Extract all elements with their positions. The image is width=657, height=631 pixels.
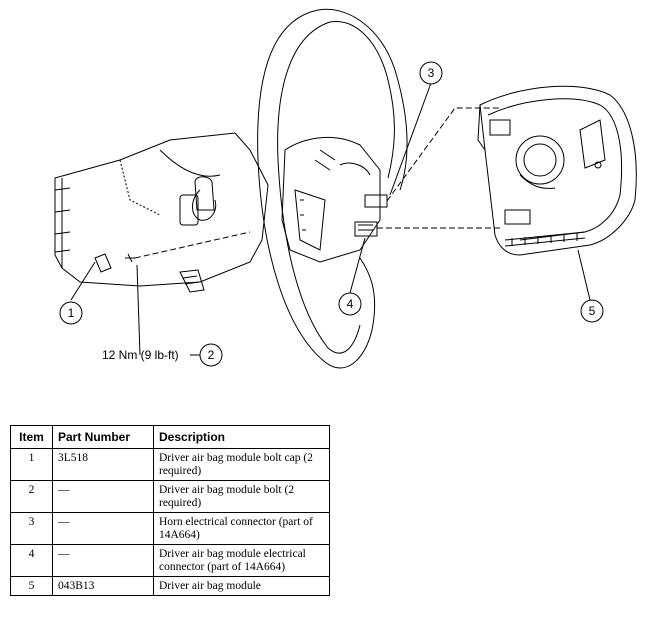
callout-3: 3 [419,61,443,85]
description-cell: Driver air bag module bolt (2 required) [153,480,330,513]
svg-text:3: 3 [428,66,435,80]
torque-spec-label: 12 Nm (9 lb-ft) [102,348,179,362]
table-row: 1 3L518 Driver air bag module bolt cap (… [10,448,330,481]
steering-wheel-diagram: 1 2 3 4 5 [54,8,637,369]
air-bag-module [477,85,637,256]
table-header-row: Item Part Number Description [10,425,330,449]
description-cell: Horn electrical connector (part of 14A66… [153,512,330,545]
callout-2: 2 [199,343,223,367]
table-row: 4 — Driver air bag module electrical con… [10,544,330,577]
part-number-cell: 3L518 [52,448,154,481]
header-item: Item [10,425,53,449]
callout-4: 4 [338,292,362,316]
description-cell: Driver air bag module electrical connect… [153,544,330,577]
header-part-number: Part Number [52,425,154,449]
table-row: 2 — Driver air bag module bolt (2 requir… [10,480,330,513]
svg-text:1: 1 [68,306,75,320]
item-cell: 1 [10,448,53,481]
table-row: 3 — Horn electrical connector (part of 1… [10,512,330,545]
steering-wheel [257,8,408,369]
svg-text:4: 4 [347,297,354,311]
callout-1: 1 [59,301,83,325]
connector-lead-3 [386,107,500,202]
bolt-alignment-line [134,231,251,259]
item-cell: 2 [10,480,53,513]
part-number-cell: 043B13 [52,576,154,596]
callout-5: 5 [580,299,604,323]
description-cell: Driver air bag module bolt cap (2 requir… [153,448,330,481]
item-cell: 4 [10,544,53,577]
part-number-cell: — [52,544,154,577]
steering-column [54,132,269,293]
parts-table: Item Part Number Description 1 3L518 Dri… [10,425,330,596]
description-cell: Driver air bag module [153,576,330,596]
part-number-cell: — [52,480,154,513]
header-description: Description [153,425,330,449]
part-number-cell: — [52,512,154,545]
item-cell: 3 [10,512,53,545]
svg-text:5: 5 [589,304,596,318]
svg-text:2: 2 [208,348,215,362]
table-row: 5 043B13 Driver air bag module [10,576,330,596]
item-cell: 5 [10,576,53,596]
